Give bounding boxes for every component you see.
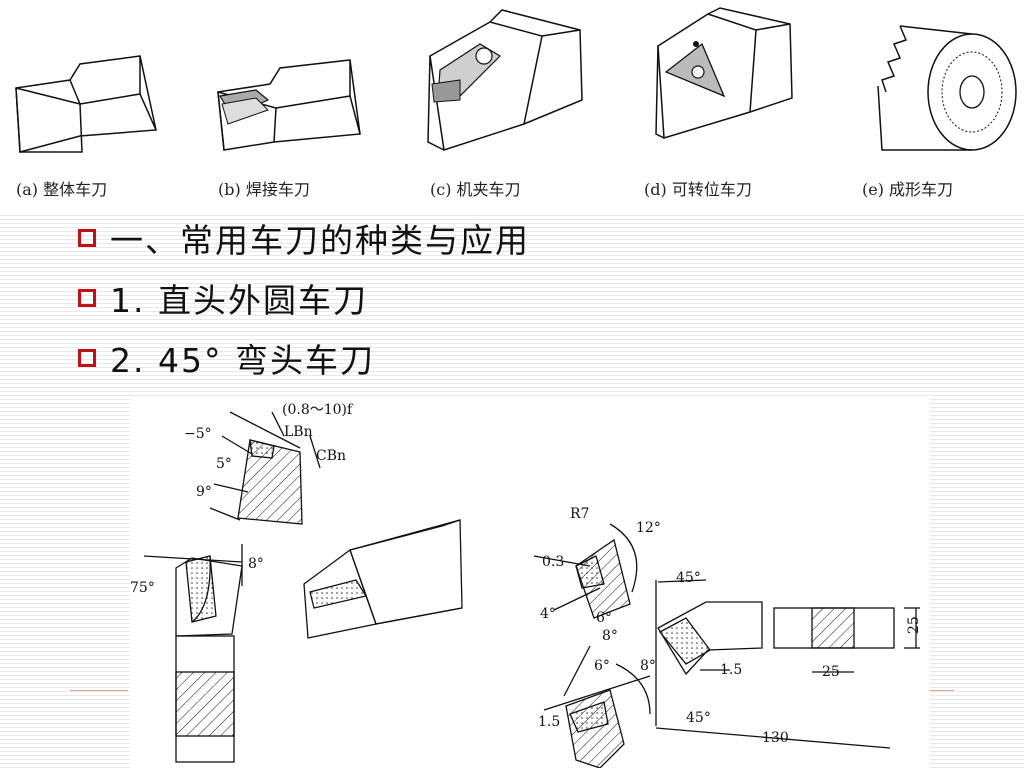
- label-lbn: LBn: [284, 424, 313, 440]
- caption-e: (e) 成形车刀: [862, 180, 954, 199]
- label-15-mid: 1.5: [720, 662, 742, 678]
- label-75: 75°: [130, 580, 155, 596]
- clamp-screw-icon: [475, 47, 493, 65]
- tool-geometry-figure: (0.8～10)f LBn CBn −5° 5° 9° 75° 8°: [130, 396, 930, 768]
- bullet-item: 2. 45° 弯头车刀: [78, 328, 530, 388]
- label-9: 9°: [196, 484, 212, 500]
- bullet-item: 一、常用车刀的种类与应用: [78, 208, 530, 268]
- tool-card-a: (a) 整体车刀: [0, 0, 200, 212]
- label-45-top: 45°: [676, 570, 701, 586]
- bent-tool-top-view: [655, 579, 891, 749]
- label-8-top: 8°: [602, 628, 618, 644]
- bullet-text: 1. 直头外圆车刀: [110, 281, 368, 320]
- label-6-top: 6°: [596, 610, 612, 626]
- label-45-bot: 45°: [686, 710, 711, 726]
- caption-c: (c) 机夹车刀: [430, 180, 521, 199]
- square-bullet-icon: [78, 349, 96, 367]
- form-tool-drawing: [877, 25, 1017, 151]
- straight-tool-top-view: [143, 544, 243, 763]
- label-r7: R7: [570, 506, 589, 522]
- label-4: 4°: [540, 606, 556, 622]
- caption-d: (d) 可转位车刀: [644, 180, 752, 199]
- label-25-width: 25: [822, 664, 840, 680]
- solid-tool-drawing: [15, 55, 157, 153]
- label-25-height: 25: [906, 616, 922, 634]
- caption-b: (b) 焊接车刀: [218, 180, 310, 199]
- tool-card-c: (c) 机夹车刀: [420, 0, 600, 212]
- tool-card-d: (d) 可转位车刀: [640, 0, 830, 212]
- label-12: 12°: [636, 520, 661, 536]
- label-5: 5°: [216, 456, 232, 472]
- bent-tool-section-top: [533, 523, 638, 619]
- insert-screw-icon: [691, 65, 705, 79]
- label-8-bot: 8°: [640, 658, 656, 674]
- bullet-text: 2. 45° 弯头车刀: [110, 341, 375, 380]
- label-15-bot: 1.5: [538, 714, 560, 730]
- clamped-tool-drawing: [427, 9, 583, 151]
- brazed-tool-drawing: [217, 59, 361, 151]
- form-tool-bore: [959, 75, 985, 109]
- tool-card-e: (e) 成形车刀: [860, 0, 1024, 212]
- straight-tool-isometric: [303, 519, 463, 639]
- label-neg5: −5°: [184, 426, 212, 442]
- tool-types-figure: (a) 整体车刀 (b) 焊接车刀: [0, 0, 1024, 212]
- square-bullet-icon: [78, 229, 96, 247]
- label-cbn: CBn: [316, 448, 346, 464]
- straight-tool-section: [209, 411, 321, 525]
- indexable-tool-drawing: [655, 7, 793, 139]
- label-03: 0.3: [542, 554, 564, 570]
- decor-line-right: [930, 690, 954, 691]
- square-bullet-icon: [78, 289, 96, 307]
- label-6-bot: 6°: [594, 658, 610, 674]
- bent-tool-section-bottom: [543, 645, 651, 768]
- tool-card-b: (b) 焊接车刀: [210, 0, 380, 212]
- shank-section-view: [773, 607, 920, 673]
- bullet-item: 1. 直头外圆车刀: [78, 268, 530, 328]
- bullet-list: 一、常用车刀的种类与应用 1. 直头外圆车刀 2. 45° 弯头车刀: [78, 208, 530, 388]
- caption-a: (a) 整体车刀: [16, 180, 108, 199]
- label-130: 130: [762, 730, 789, 746]
- label-8-left: 8°: [248, 556, 264, 572]
- decor-line-left: [70, 690, 128, 691]
- label-feed: (0.8～10)f: [282, 402, 354, 418]
- geometry-drawing: (0.8～10)f LBn CBn −5° 5° 9° 75° 8°: [130, 402, 922, 768]
- bullet-text: 一、常用车刀的种类与应用: [110, 221, 530, 260]
